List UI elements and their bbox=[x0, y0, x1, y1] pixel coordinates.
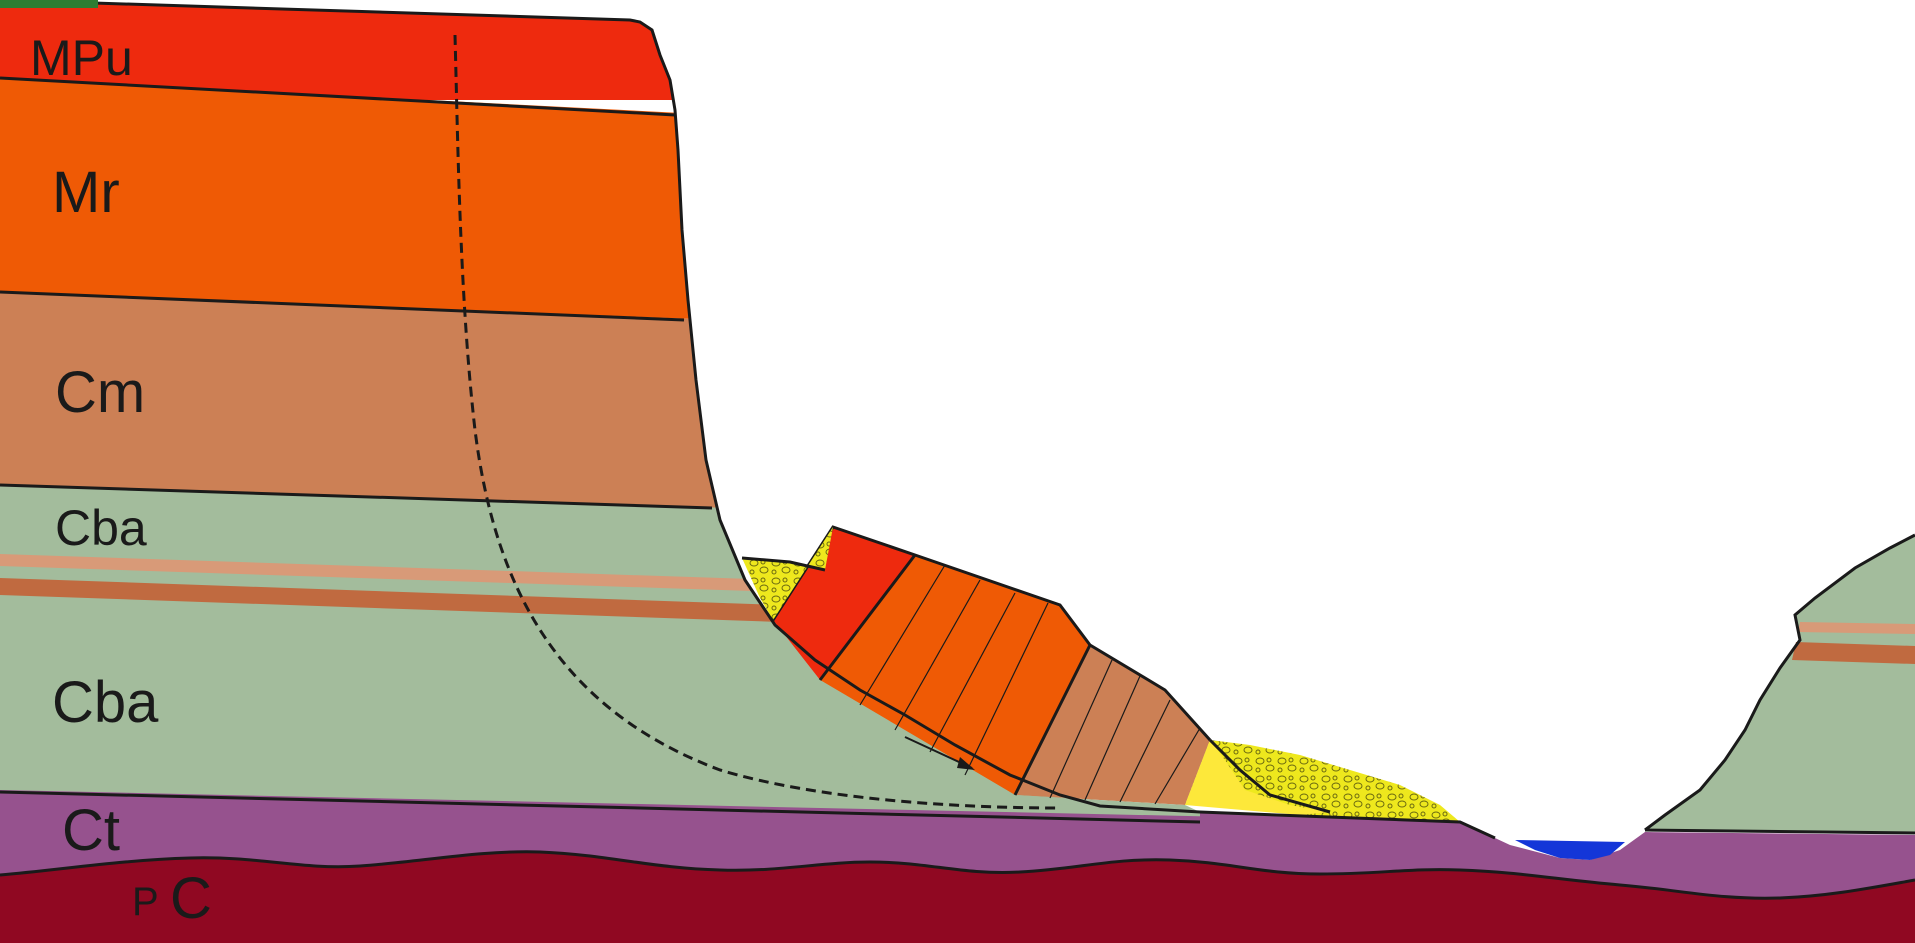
label-ct: Ct bbox=[62, 798, 120, 863]
label-mpu: MPu bbox=[30, 30, 133, 86]
corner-tab bbox=[0, 0, 98, 8]
label-cm: Cm bbox=[55, 360, 145, 425]
label-cba-lower: Cba bbox=[52, 670, 159, 735]
layer-mpu bbox=[0, 0, 1915, 100]
label-cba-upper: Cba bbox=[55, 500, 147, 556]
label-pc-big: C bbox=[170, 866, 212, 931]
right-hill-cba bbox=[1645, 535, 1915, 833]
right-hill-bed-light bbox=[1798, 622, 1915, 634]
label-mr: Mr bbox=[52, 160, 120, 225]
label-pc-small: P bbox=[132, 880, 159, 924]
right-hill bbox=[1645, 535, 1915, 833]
